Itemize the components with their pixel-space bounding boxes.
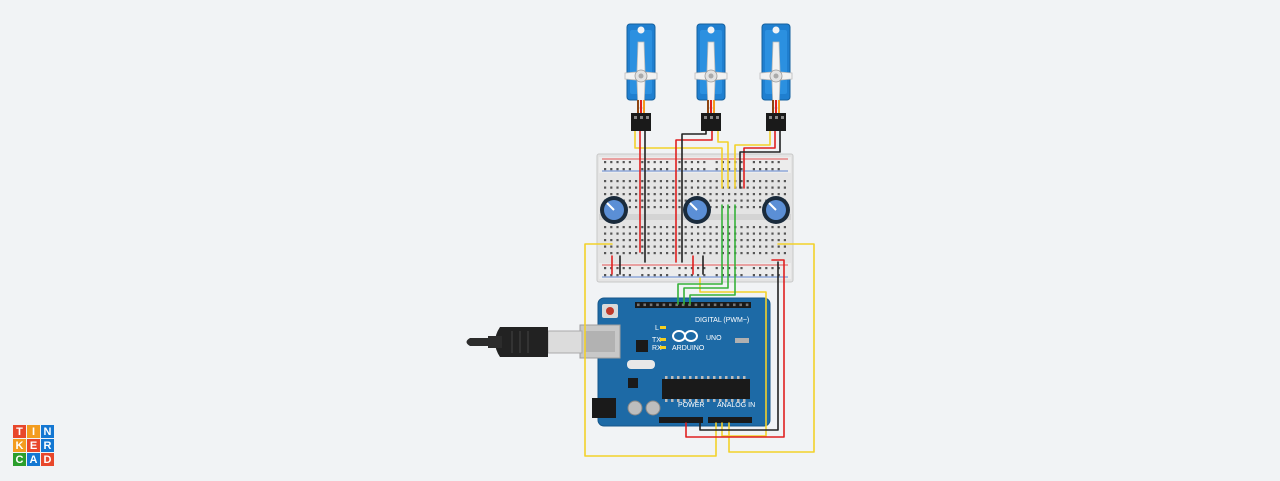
usb-cable[interactable] <box>466 327 583 357</box>
analog-header[interactable] <box>708 417 752 423</box>
svg-text:N: N <box>44 426 52 438</box>
led-label-rx: RX <box>652 345 662 352</box>
wire-black-servo2[interactable] <box>681 129 707 263</box>
wire-green-3[interactable] <box>689 204 736 305</box>
usb-chip <box>636 340 648 352</box>
potentiometer-3[interactable] <box>762 196 790 224</box>
logo-letter-r: R <box>41 439 54 452</box>
regulator <box>628 378 638 388</box>
servo-connector[interactable] <box>631 113 651 131</box>
arduino-brand: ARDUINO <box>672 345 705 352</box>
led-l <box>660 326 666 329</box>
servo-3[interactable] <box>759 23 793 131</box>
svg-text:C: C <box>16 454 24 466</box>
svg-text:K: K <box>16 440 24 452</box>
power-label: POWER <box>678 402 704 409</box>
logo-letter-a: A <box>27 453 40 466</box>
wire-yellow-servo3[interactable] <box>734 129 771 189</box>
wire-yellow-right-loop[interactable] <box>728 243 815 453</box>
servo-connector[interactable] <box>766 113 786 131</box>
digital-pins[interactable] <box>637 303 749 307</box>
wire-yellow-servo1[interactable] <box>634 129 723 189</box>
wire-green-1[interactable] <box>677 204 723 305</box>
logo-letter-c: C <box>13 453 26 466</box>
icsp-header <box>735 338 749 343</box>
arduino-uno-board[interactable]: DIGITAL (PWM~) L TX RX ARDUINO UNO POWER… <box>579 297 771 427</box>
wire-red-servo2[interactable] <box>675 129 713 263</box>
svg-text:T: T <box>16 426 23 438</box>
wires[interactable] <box>584 129 815 457</box>
logo-letter-k: K <box>13 439 26 452</box>
svg-text:I: I <box>32 426 35 438</box>
capacitor-2 <box>645 400 661 416</box>
led-label-l: L <box>655 325 659 332</box>
svg-text:A: A <box>30 454 38 466</box>
wire-black-gnd[interactable] <box>699 261 779 431</box>
led-rx <box>660 346 666 349</box>
led-tx <box>660 338 666 341</box>
servo-connector[interactable] <box>701 113 721 131</box>
logo-letter-t: T <box>13 425 26 438</box>
led-label-tx: TX <box>652 337 661 344</box>
wire-red-servo3[interactable] <box>743 129 776 189</box>
arduino-logo-icon <box>672 330 698 342</box>
power-header[interactable] <box>659 417 703 423</box>
wire-yellow-left-loop[interactable] <box>584 243 717 457</box>
logo-letter-d: D <box>41 453 54 466</box>
servo-2[interactable] <box>694 23 728 131</box>
svg-text:D: D <box>44 454 52 466</box>
usb-port-inner <box>585 331 615 352</box>
wire-yellow-servo2[interactable] <box>717 129 729 189</box>
logo-letter-n: N <box>41 425 54 438</box>
logo-letter-e: E <box>27 439 40 452</box>
digital-label: DIGITAL (PWM~) <box>695 317 749 324</box>
analog-label: ANALOG IN <box>717 402 755 409</box>
wire-yellow-5v[interactable] <box>699 277 767 437</box>
wire-red-power[interactable] <box>685 259 785 438</box>
servo-1[interactable] <box>624 23 658 131</box>
chip-legs <box>665 376 746 402</box>
potentiometer-2[interactable] <box>683 196 711 224</box>
logo-letter-i: I <box>27 425 40 438</box>
uno-label: UNO <box>706 335 722 342</box>
wire-green-2[interactable] <box>683 204 729 305</box>
atmega-chip <box>662 379 750 399</box>
svg-text:E: E <box>30 440 37 452</box>
servos[interactable] <box>624 23 793 131</box>
digital-header[interactable] <box>635 302 751 308</box>
capacitor-1 <box>627 400 643 416</box>
svg-text:R: R <box>44 440 52 452</box>
reset-button-cap[interactable] <box>606 307 614 315</box>
potentiometer-1[interactable] <box>600 196 628 224</box>
wire-black-servo3[interactable] <box>739 129 781 189</box>
power-jack[interactable] <box>592 398 616 418</box>
crystal <box>627 360 655 369</box>
